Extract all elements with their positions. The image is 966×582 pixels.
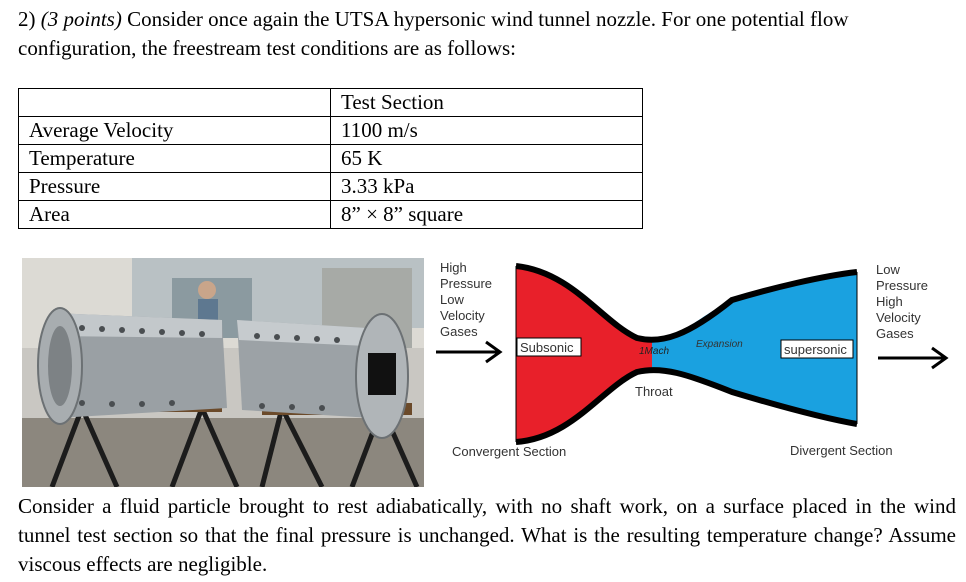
table-row: Temperature 65 K [18, 144, 643, 173]
outlet-label-line: Pressure [876, 278, 928, 293]
table-header-row: Test Section [18, 88, 643, 117]
row-value: 1100 m/s [330, 116, 643, 145]
outlet-label-line: Velocity [876, 310, 921, 325]
table-row: Pressure 3.33 kPa [18, 172, 643, 201]
outlet-label-line: Gases [876, 326, 914, 341]
lower-wall [515, 367, 858, 445]
row-value: 3.33 kPa [330, 172, 643, 201]
inlet-label-line: High [440, 260, 467, 275]
nozzle-diagram: High Pressure Low Velocity Gases Low Pre… [432, 252, 962, 472]
row-label: Pressure [18, 172, 331, 201]
divergent-region [652, 274, 857, 422]
inlet-label-line: Pressure [440, 276, 492, 291]
row-value: 65 K [330, 144, 643, 173]
subsonic-label: Subsonic [520, 340, 574, 355]
upper-wall [515, 263, 858, 343]
table-row: Average Velocity 1100 m/s [18, 116, 643, 145]
row-label: Average Velocity [18, 116, 331, 145]
mach-label: 1Mach [639, 346, 669, 357]
test-conditions-table: Test Section Average Velocity 1100 m/s T… [18, 88, 643, 229]
divergent-section-label: Divergent Section [790, 443, 893, 458]
convergent-region [516, 266, 652, 442]
row-label: Temperature [18, 144, 331, 173]
wind-tunnel-photo [22, 258, 424, 487]
row-label: Area [18, 200, 331, 229]
supersonic-label: supersonic [784, 342, 847, 357]
outlet-arrow [878, 346, 949, 370]
outlet-label-line: High [876, 294, 903, 309]
question-number: 2) [18, 7, 36, 31]
expansion-label: Expansion [696, 339, 743, 350]
question-points: (3 points) [40, 7, 122, 31]
row-value: 8” × 8” square [330, 200, 643, 229]
question-intro-text: Consider once again the UTSA hypersonic … [18, 7, 849, 60]
table-header-cell: Test Section [330, 88, 643, 117]
throat-label: Throat [635, 384, 673, 399]
convergent-section-label: Convergent Section [452, 444, 566, 459]
inlet-label-line: Gases [440, 324, 478, 339]
outlet-label-line: Low [876, 262, 900, 277]
question-intro: 2) (3 points) Consider once again the UT… [18, 5, 958, 63]
inlet-arrow [436, 340, 503, 364]
table-header-empty-cell [18, 88, 331, 117]
question-body: Consider a fluid particle brought to res… [18, 494, 956, 576]
table-row: Area 8” × 8” square [18, 200, 643, 229]
inlet-label-line: Low [440, 292, 464, 307]
inlet-label-line: Velocity [440, 308, 485, 323]
